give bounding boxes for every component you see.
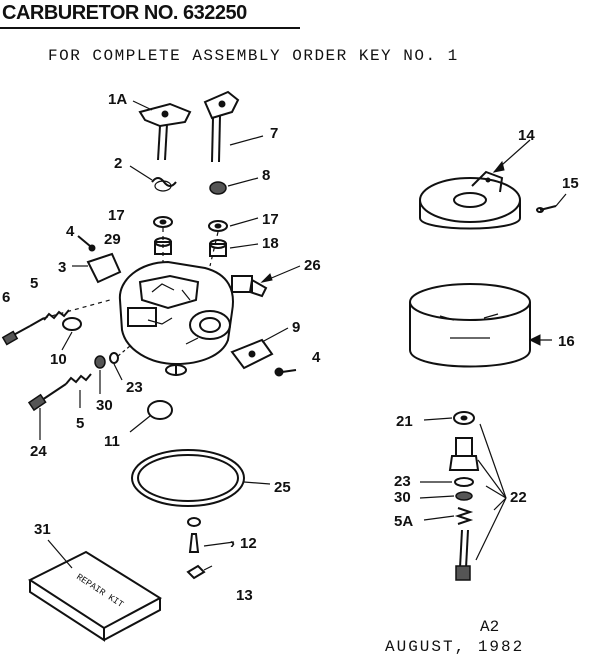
clip-part-13[interactable] [186, 564, 206, 580]
callout-11: 11 [104, 433, 120, 450]
screw-part-4-top[interactable] [77, 235, 96, 252]
callout-12-arrow: › [230, 535, 235, 552]
bowl-nut-part-22[interactable] [448, 437, 480, 471]
callout-12: 12 [240, 535, 257, 552]
callout-1a: 1A [108, 91, 127, 108]
callout-6: 6 [2, 289, 10, 306]
repair-kit-box-label: REPAIR KIT [74, 572, 125, 610]
callout-21: 21 [396, 413, 413, 430]
float-bowl-part-16[interactable] [409, 283, 531, 368]
callout-25: 25 [274, 479, 291, 496]
repair-kit-part-31[interactable]: REPAIR KIT [27, 550, 162, 642]
o-ring-part-23-right[interactable] [454, 477, 474, 487]
plug-part-10[interactable] [62, 317, 82, 331]
assembly-note: FOR COMPLETE ASSEMBLY ORDER KEY NO. 1 [48, 47, 459, 65]
seal-part-17-right[interactable] [208, 220, 228, 232]
float-pin-part-15[interactable] [536, 205, 557, 213]
publication-date: AUGUST, 1982 [385, 638, 525, 656]
callout-30-left: 30 [96, 397, 113, 414]
spring-part-8[interactable] [209, 181, 227, 195]
callout-17-right: 17 [262, 211, 279, 228]
callout-29: 29 [104, 231, 121, 248]
float-part-14[interactable] [419, 170, 521, 230]
callout-5-upper: 5 [30, 275, 38, 292]
float-needle-part-12[interactable] [187, 517, 201, 553]
callout-23-right: 23 [394, 473, 411, 490]
washer-part-30-right[interactable] [455, 491, 473, 501]
callout-16: 16 [558, 333, 575, 350]
spring-part-5-upper[interactable] [43, 309, 70, 321]
screw-part-4-right[interactable] [274, 367, 297, 377]
throttle-lever-part-1a[interactable] [138, 102, 192, 161]
welch-plug-part-11[interactable] [147, 400, 173, 420]
page-reference: A2 [480, 618, 500, 636]
washer-part-30-left[interactable] [94, 355, 106, 369]
callout-9: 9 [292, 319, 300, 336]
callout-31: 31 [34, 521, 51, 538]
cover-plate-part-9[interactable] [230, 338, 274, 370]
spring-part-5-lower[interactable] [65, 373, 92, 385]
callout-7: 7 [270, 125, 278, 142]
callout-22: 22 [510, 489, 527, 506]
idle-needle-part-6[interactable] [1, 317, 45, 346]
title-underline [0, 27, 300, 29]
o-ring-part-23-left[interactable] [109, 352, 119, 364]
page-title: CARBURETOR NO. 632250 [2, 2, 247, 24]
washer-part-21[interactable] [453, 411, 475, 425]
choke-plate-part-3[interactable] [86, 252, 122, 284]
seal-part-17-left[interactable] [153, 216, 173, 228]
spring-part-2[interactable] [151, 177, 177, 192]
callout-17-left: 17 [108, 207, 125, 224]
callout-15: 15 [562, 175, 579, 192]
callout-23-left: 23 [126, 379, 143, 396]
callout-4-right: 4 [312, 349, 321, 366]
callout-5-lower: 5 [76, 415, 84, 432]
callout-4-top: 4 [66, 223, 75, 240]
callout-18: 18 [262, 235, 279, 252]
bowl-gasket-part-25[interactable] [131, 449, 245, 507]
callout-5a: 5A [394, 513, 413, 530]
main-needle-part-24[interactable] [27, 383, 67, 412]
callout-3: 3 [58, 259, 66, 276]
carburetor-body[interactable] [118, 260, 234, 376]
callout-14: 14 [518, 127, 535, 144]
fuel-inlet-fitting-part-26[interactable] [231, 275, 268, 298]
callout-8: 8 [262, 167, 270, 184]
callout-30-right: 30 [394, 489, 411, 506]
bowl-drain-needle[interactable] [455, 529, 471, 581]
callout-24: 24 [30, 443, 47, 460]
bushing-part-18[interactable] [209, 239, 227, 257]
choke-lever-part-7[interactable] [203, 90, 240, 163]
callout-2: 2 [114, 155, 122, 172]
callout-13: 13 [236, 587, 253, 604]
spring-part-5a[interactable] [454, 507, 474, 525]
callout-26: 26 [304, 257, 321, 274]
callout-10: 10 [50, 351, 67, 368]
